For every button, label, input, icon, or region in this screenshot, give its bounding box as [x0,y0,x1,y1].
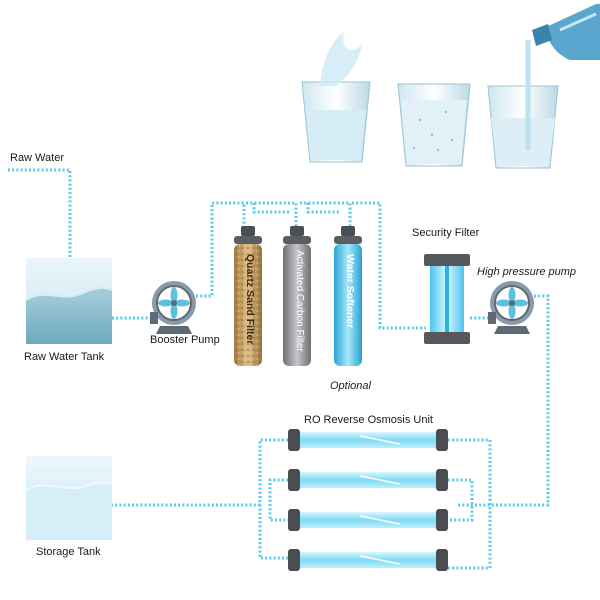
pipe-ro-right-inner [448,478,474,522]
pipe-ro-right-manifold [448,438,492,570]
ro-unit-label: RO Reverse Osmosis Unit [304,414,433,426]
water-softener-label: Water Softener [344,254,356,329]
ro-membrane-4 [288,549,448,571]
pipe-filter-top-1 [246,201,298,228]
pipe-filter-top-2 [252,203,290,214]
glass-icon-3 [487,40,559,169]
high-pressure-pump-label: High pressure pump [477,266,577,278]
bottle-icon [532,4,600,60]
activated-carbon-filter-label: Activated Carbon Filter [294,250,305,352]
raw-water-label: Raw Water [10,152,64,164]
high-pressure-pump-icon [488,281,534,334]
water-softener [334,226,362,366]
booster-pump-label: Booster Pump [150,334,220,346]
glass-icon-1 [301,32,371,163]
pipe-ro-left-inner [268,478,288,522]
pipe-softener-out [352,201,426,330]
quartz-sand-filter-label: Quartz Sand Filter [244,254,256,345]
ro-membrane-2 [288,469,448,491]
raw-water-tank [25,258,113,344]
storage-tank-label: Storage Tank [36,546,101,558]
quartz-sand-filter [234,226,262,366]
raw-water-tank-label: Raw Water Tank [24,351,105,363]
pipes [8,168,550,570]
ro-membranes [288,429,448,571]
ro-membrane-3 [288,509,448,531]
pipe-filter-top-3 [300,201,352,228]
ro-membrane-1 [288,429,448,451]
pipe-raw-inlet [8,168,72,258]
optional-label: Optional [330,380,371,392]
pipe-filter-top-4 [306,203,340,214]
booster-pump-icon [150,281,196,334]
security-filter [424,254,470,344]
pipe-ro-left-manifold [258,438,288,560]
glass-icon-2 [397,83,471,167]
pipe-pump-to-ro [456,294,550,507]
storage-tank [25,456,113,540]
security-filter-label: Security Filter [412,227,480,239]
activated-carbon-filter [283,226,311,366]
